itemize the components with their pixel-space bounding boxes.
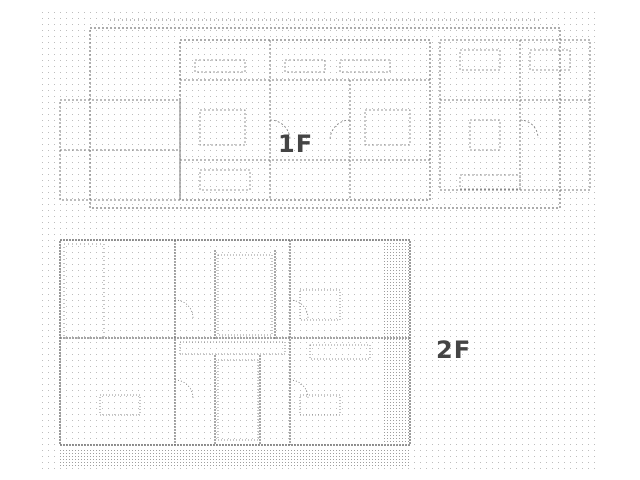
second-floor-outline [59,239,411,446]
first-floor-fixture [459,49,501,71]
first-floor-label: 1F [278,130,314,158]
second-floor-balcony [63,243,105,339]
second-floor-hatch-wall [384,240,410,445]
second-floor-dimension-band [60,448,410,466]
second-floor-fixture [299,289,341,321]
first-floor-fixture [284,59,326,73]
first-floor-door-swing [329,119,351,141]
first-floor-plan [59,19,591,209]
first-floor-fixture [469,119,501,151]
first-floor-outline [89,27,561,209]
second-floor-plan [59,239,411,466]
first-floor-door-swing [519,119,539,139]
first-floor-fixture [194,59,246,73]
dotted-background [40,10,600,470]
first-floor-right-wing [439,39,591,191]
first-floor-core [179,39,431,201]
first-floor-door-swing [269,119,291,141]
second-floor-corridor [179,341,286,355]
second-floor-closet [217,254,273,336]
second-floor-label: 2F [436,336,472,364]
second-floor-fixture [309,344,371,360]
first-floor-fixture [529,49,571,71]
first-floor-fixture [339,59,391,73]
first-floor-fixture [459,174,521,190]
first-floor-fixture [199,169,251,191]
